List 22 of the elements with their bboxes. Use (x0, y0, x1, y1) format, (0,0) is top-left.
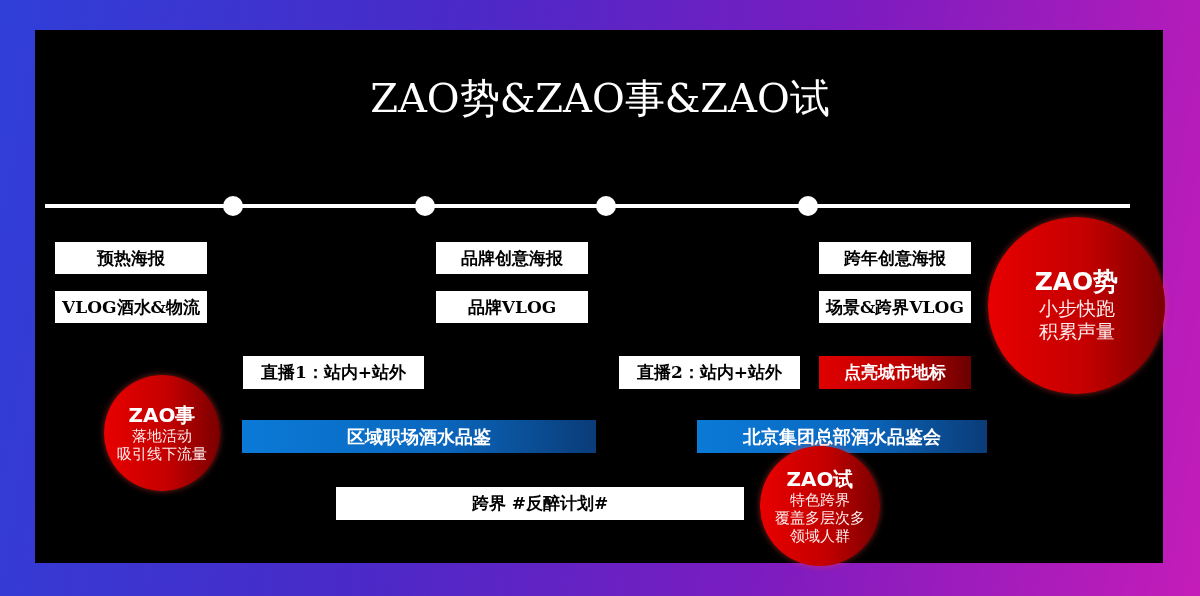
stage-heading: ZAO势 (1034, 268, 1119, 298)
activity-label: 跨年创意海报 (819, 242, 971, 274)
stage-description: 覆盖多层次多领域人群 (774, 508, 866, 545)
stage-description: 落地活动 (132, 426, 192, 445)
highlight-label: 点亮城市地标 (819, 356, 971, 389)
stage-description: 小步快跑 (1038, 297, 1115, 320)
stage-heading: ZAO事 (128, 403, 196, 427)
stage-description: 积累声量 (1038, 319, 1115, 343)
stage-description: 吸引线下流量 (117, 444, 207, 463)
activity-label: 跨界 #反醉计划# (336, 487, 744, 520)
title-text: ZAO势&ZAO事&ZAO试 (369, 74, 831, 123)
stage-description: 特色跨界 (790, 490, 850, 509)
activity-label: 场景&跨界VLOG (819, 291, 971, 323)
activity-label: 品牌VLOG (436, 291, 588, 323)
stage-heading: ZAO试 (786, 467, 854, 491)
activity-label: 直播1：站内+站外 (243, 356, 424, 389)
activity-label: VLOG酒水&物流 (55, 291, 207, 323)
activity-bar: 区域职场酒水品鉴 (242, 420, 596, 453)
activity-label: 品牌创意海报 (436, 242, 588, 274)
activity-label: 预热海报 (55, 242, 207, 274)
activity-bar: 北京集团总部酒水品鉴会 (697, 420, 987, 453)
activity-label: 直播2：站内+站外 (619, 356, 800, 389)
